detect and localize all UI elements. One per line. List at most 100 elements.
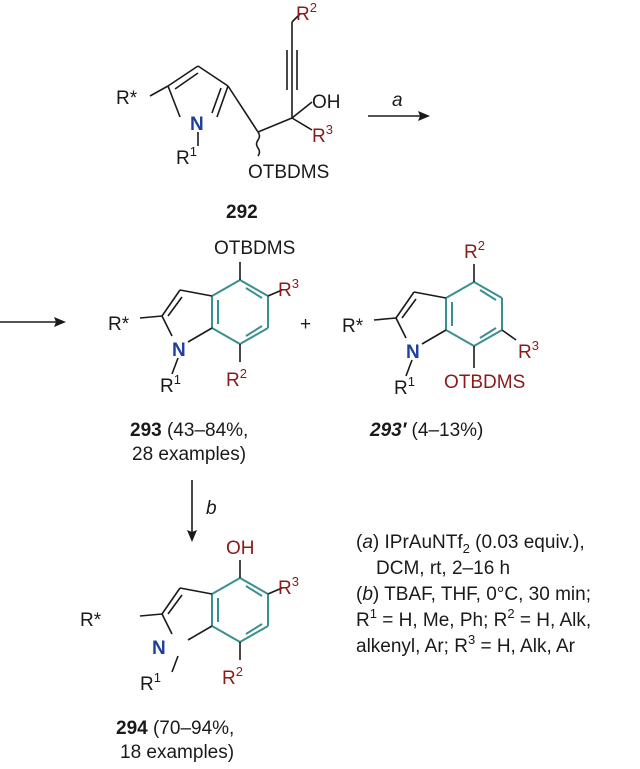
ring-bond bbox=[473, 329, 503, 347]
r1-sup: 1 bbox=[408, 374, 415, 389]
r1-sup: 1 bbox=[174, 372, 181, 387]
ring-bond bbox=[239, 279, 269, 297]
nitrogen-label: N bbox=[152, 638, 166, 659]
ring-bond bbox=[211, 327, 241, 345]
ring-double-inner bbox=[245, 623, 263, 635]
bond bbox=[179, 289, 213, 297]
r1-def-sup: 1 bbox=[370, 606, 377, 621]
bond bbox=[171, 357, 179, 375]
compound-caption-294: 294 (70–94%, bbox=[116, 718, 234, 739]
condition-a-reagent: ) IPrAuNTf bbox=[373, 532, 463, 553]
bond bbox=[291, 117, 313, 131]
r2-def-values: = H, Alk, bbox=[515, 610, 592, 631]
bond bbox=[267, 289, 283, 297]
r1-label: R1 bbox=[176, 144, 197, 169]
bond bbox=[405, 359, 413, 377]
compound-294: OH R* N R1 R3 R2 294 (70–94%, 18 example… bbox=[80, 538, 299, 763]
bond bbox=[179, 587, 213, 595]
bond bbox=[373, 317, 397, 321]
condition-a-sub: 2 bbox=[463, 541, 470, 556]
r1-def-base: R bbox=[356, 610, 370, 631]
double-bond-inner bbox=[211, 87, 222, 114]
oh-label: OH bbox=[226, 538, 255, 559]
r3-base: R bbox=[278, 280, 292, 301]
bond bbox=[395, 291, 415, 319]
reaction-conditions: (a) IPrAuNTf2 (0.03 equiv.), DCM, rt, 2–… bbox=[356, 532, 591, 657]
condition-a-line1: (a) IPrAuNTf2 (0.03 equiv.), bbox=[356, 532, 585, 556]
r3-def-values: = H, Alk, Ar bbox=[475, 636, 575, 657]
r2-base: R bbox=[464, 242, 478, 263]
r1-label: R1 bbox=[140, 670, 161, 695]
compound-293-prime: R2 R* N R1 R3 OTBDMS 293′ (4–13%) bbox=[342, 238, 539, 441]
bond bbox=[216, 85, 229, 118]
double-bond-inner bbox=[174, 72, 199, 90]
bond bbox=[139, 613, 163, 617]
yield-294: (70–94%, bbox=[148, 718, 235, 739]
r-star-label: R* bbox=[116, 88, 138, 109]
double-bond-inner bbox=[401, 298, 417, 319]
r2-base: R bbox=[222, 668, 236, 689]
r3-base: R bbox=[278, 578, 292, 599]
r2-label: R2 bbox=[464, 238, 485, 263]
arrow-a-label: a bbox=[392, 90, 403, 111]
plus-sign: + bbox=[300, 314, 311, 335]
compound-caption-293-prime: 293′ (4–13%) bbox=[369, 420, 483, 441]
ring-bond bbox=[211, 279, 241, 297]
bond bbox=[395, 317, 407, 339]
r2-sup: 2 bbox=[310, 0, 317, 15]
bond bbox=[167, 65, 199, 87]
yield-293-prime: (4–13%) bbox=[406, 420, 483, 441]
yield-293: (43–84%, bbox=[162, 420, 249, 441]
continuation-arrow bbox=[0, 317, 66, 327]
bond bbox=[197, 65, 229, 87]
r1-base: R bbox=[394, 378, 408, 399]
r3-sup: 3 bbox=[292, 276, 299, 291]
nitrogen-label: N bbox=[190, 114, 204, 135]
compound-number-292: 292 bbox=[226, 202, 258, 223]
bond bbox=[161, 613, 173, 635]
arrow-head bbox=[418, 111, 430, 121]
substituent-line1: R1 = H, Me, Ph; R2 = H, Alk, bbox=[356, 606, 591, 631]
oh-label: OH bbox=[312, 92, 341, 113]
condition-a-rest: (0.03 equiv.), bbox=[470, 532, 585, 553]
condition-b-line: (b) TBAF, THF, 0°C, 30 min; bbox=[356, 584, 591, 605]
arrow-head bbox=[187, 530, 197, 542]
compound-293: OTBDMS R* N R1 R3 R2 293 (43–84%, 28 exa… bbox=[108, 238, 299, 465]
ring-double-inner bbox=[479, 289, 497, 301]
r2-label: R2 bbox=[226, 366, 247, 391]
double-bond-inner bbox=[167, 296, 183, 317]
r3-label: R3 bbox=[518, 338, 539, 363]
r2-base: R bbox=[296, 4, 310, 25]
r3-sup: 3 bbox=[532, 338, 539, 353]
ring-bond bbox=[239, 327, 269, 345]
r3-label: R3 bbox=[278, 276, 299, 301]
nitrogen-label: N bbox=[406, 342, 420, 363]
substituent-line2: alkenyl, Ar; R3 = H, Alk, Ar bbox=[356, 632, 576, 657]
arrow-b: b bbox=[187, 480, 217, 542]
arrow-head bbox=[54, 317, 66, 327]
bond bbox=[291, 101, 313, 119]
r3-label: R3 bbox=[312, 122, 333, 147]
arrow-b-label: b bbox=[206, 498, 217, 519]
ring-bond bbox=[239, 577, 269, 595]
bond bbox=[267, 587, 283, 595]
ring-double-inner bbox=[245, 585, 263, 597]
ring-bond bbox=[211, 577, 241, 595]
ring-bond bbox=[445, 329, 475, 347]
nitrogen-label: N bbox=[172, 340, 186, 361]
bond bbox=[227, 85, 259, 133]
bond bbox=[421, 329, 447, 345]
condition-a-open: ( bbox=[356, 532, 363, 553]
r-star-label: R* bbox=[108, 314, 130, 335]
r2-sup: 2 bbox=[478, 238, 485, 253]
ring-bond bbox=[239, 625, 269, 643]
otbdms-label: OTBDMS bbox=[444, 372, 525, 393]
r3-sup: 3 bbox=[326, 122, 333, 137]
r2-sup: 2 bbox=[240, 366, 247, 381]
r3-label: R3 bbox=[278, 574, 299, 599]
condition-b-reagent: ) TBAF, THF, 0°C, 30 min; bbox=[373, 584, 591, 605]
otbdms-label: OTBDMS bbox=[248, 162, 329, 183]
compound-292: R* N R1 OH R2 R3 OTBDMS 292 bbox=[116, 0, 341, 223]
r-star-label: R* bbox=[342, 316, 364, 337]
